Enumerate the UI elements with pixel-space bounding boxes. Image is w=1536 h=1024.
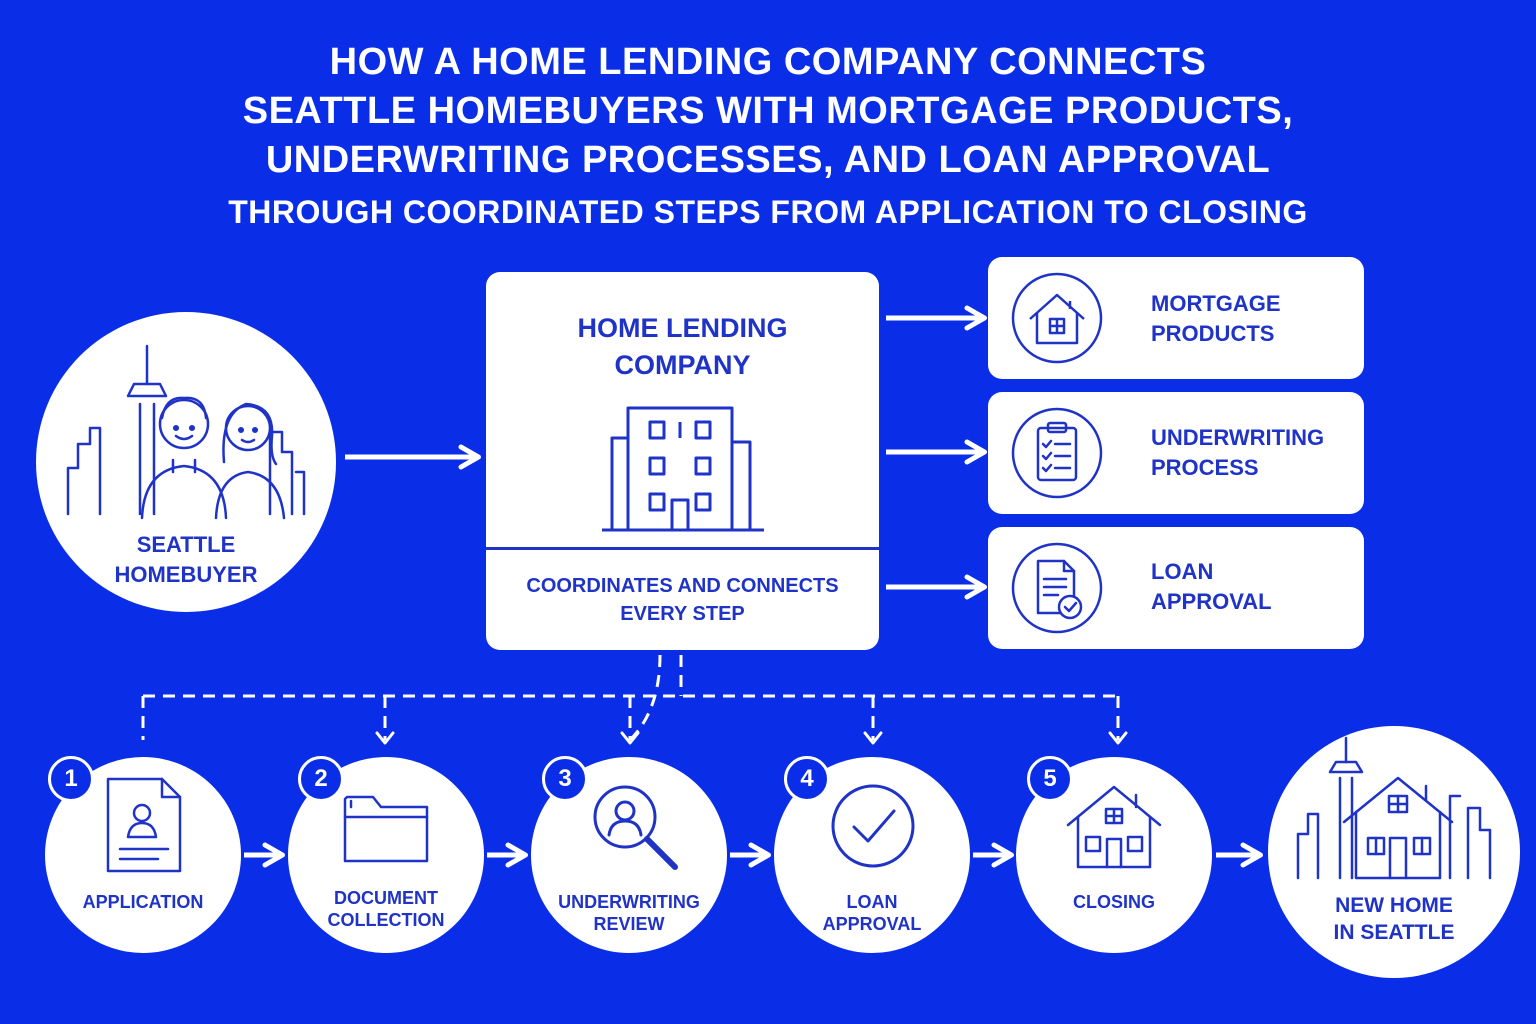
homebuyer-node: SEATTLE HOMEBUYER [36,312,336,612]
title-line-4: THROUGH COORDINATED STEPS FROM APPLICATI… [228,194,1308,230]
document-check-icon [1011,542,1103,634]
step-1-number: 1 [48,756,94,802]
title-line-2: SEATTLE HOMEBUYERS WITH MORTGAGE PRODUCT… [242,90,1294,132]
step-3-number: 3 [542,756,588,802]
hub-divider [486,547,879,550]
offering-underwriting-line-2: PROCESS [1151,455,1259,480]
clipboard-checklist-icon [1011,407,1103,499]
house-icon [1066,785,1162,869]
offering-approval-line-1: LOAN [1151,559,1214,584]
offering-mortgage-line-1: MORTGAGE [1151,291,1281,316]
step-2-label-line-2: COLLECTION [327,910,445,930]
step-2-label-line-1: DOCUMENT [334,888,438,908]
folder-icon [343,795,429,863]
hub-title-line-2: COMPANY [614,350,751,380]
homebuyer-label-line-2: HOMEBUYER [114,562,258,587]
step-4-label-line-1: LOAN [846,892,898,912]
office-building-icon [602,406,764,532]
homebuyers-skyline-icon [66,344,306,520]
title-line-1: HOW A HOME LENDING COMPANY CONNECTS [329,41,1207,83]
home-skyline-icon [1296,736,1492,880]
hub-title: HOME LENDING COMPANY [486,310,879,384]
step-1-label-line-1: APPLICATION [82,892,204,912]
outcome-label-line-1: NEW HOME [1335,894,1453,917]
dashed-arrowheads [375,731,1128,745]
diagram-title: HOW A HOME LENDING COMPANY CONNECTS SEAT… [0,38,1536,235]
step-5-number: 5 [1027,756,1073,802]
step-4-label-line-2: APPROVAL [822,914,922,934]
outcome-label-line-2: IN SEATTLE [1333,921,1455,944]
offering-mortgage-line-2: PRODUCTS [1151,321,1275,346]
step-3-label-line-2: REVIEW [593,914,665,934]
step-5-label-line-1: CLOSING [1072,892,1155,912]
outcome-node: NEW HOME IN SEATTLE [1268,726,1520,978]
offering-card-underwriting: UNDERWRITING PROCESS [988,392,1364,514]
magnifier-person-icon [593,785,678,870]
homebuyer-label-line-1: SEATTLE [136,532,236,557]
offering-approval-line-2: APPROVAL [1151,589,1272,614]
step-3-label-line-1: UNDERWRITING [558,892,700,912]
hub-title-line-1: HOME LENDING [577,313,788,343]
step-2-number: 2 [298,756,344,802]
offering-card-mortgage: MORTGAGE PRODUCTS [988,257,1364,379]
offering-underwriting-line-1: UNDERWRITING [1151,425,1325,450]
hub-caption: COORDINATES AND CONNECTS EVERY STEP [486,572,879,628]
hub-caption-line-2: EVERY STEP [620,603,745,625]
house-icon [1011,272,1103,364]
hub-card: HOME LENDING COMPANY COORDINATES AND CON… [486,272,879,650]
checkmark-circle-icon [831,784,915,868]
application-form-icon [106,777,182,873]
offering-card-approval: LOAN APPROVAL [988,527,1364,649]
title-line-3: UNDERWRITING PROCESSES, AND LOAN APPROVA… [265,139,1271,181]
hub-caption-line-1: COORDINATES AND CONNECTS [526,575,839,597]
step-4-number: 4 [784,756,830,802]
dashed-distribution-lines [141,654,1120,742]
